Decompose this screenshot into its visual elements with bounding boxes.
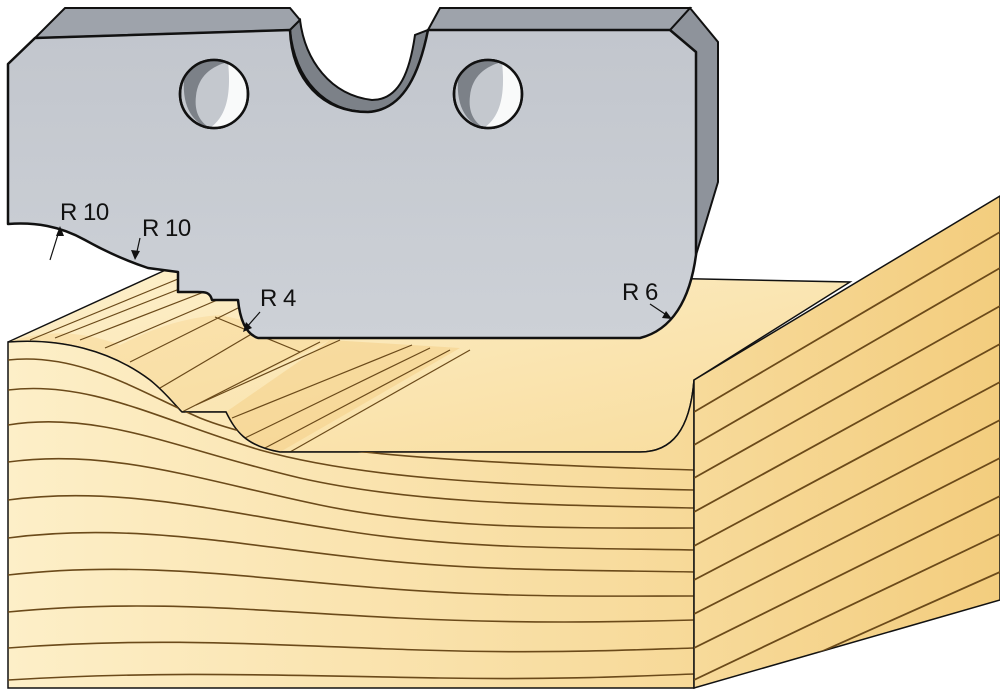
mounting-hole-left <box>178 58 250 130</box>
arrow-head-icon <box>131 250 140 260</box>
wood-side-face <box>693 195 1000 689</box>
radius-callout-1: R 10 <box>49 199 109 261</box>
radius-callout-4: R 6 <box>622 279 672 319</box>
radius-label-1: R 10 <box>60 199 109 226</box>
mounting-hole-right <box>452 58 524 130</box>
knife-top-edge-right <box>426 7 693 31</box>
wood-front-face <box>7 340 695 689</box>
wood-profile-groove <box>8 315 330 412</box>
radius-callout-2: R 10 <box>131 215 191 260</box>
wood-top-grain <box>29 271 471 453</box>
profile-knife <box>6 6 719 340</box>
arrow-head-icon <box>243 322 252 332</box>
radius-label-3: R 4 <box>260 285 296 312</box>
radius-label-4: R 6 <box>622 279 658 306</box>
knife-face <box>6 28 698 340</box>
arrow-head-icon <box>56 226 64 236</box>
arrow-head-icon <box>662 311 672 319</box>
wood-front-grain <box>8 358 694 681</box>
wood-profile-cove <box>226 340 460 452</box>
radius-callout-3: R 4 <box>243 285 297 332</box>
radius-label-2: R 10 <box>142 215 191 242</box>
